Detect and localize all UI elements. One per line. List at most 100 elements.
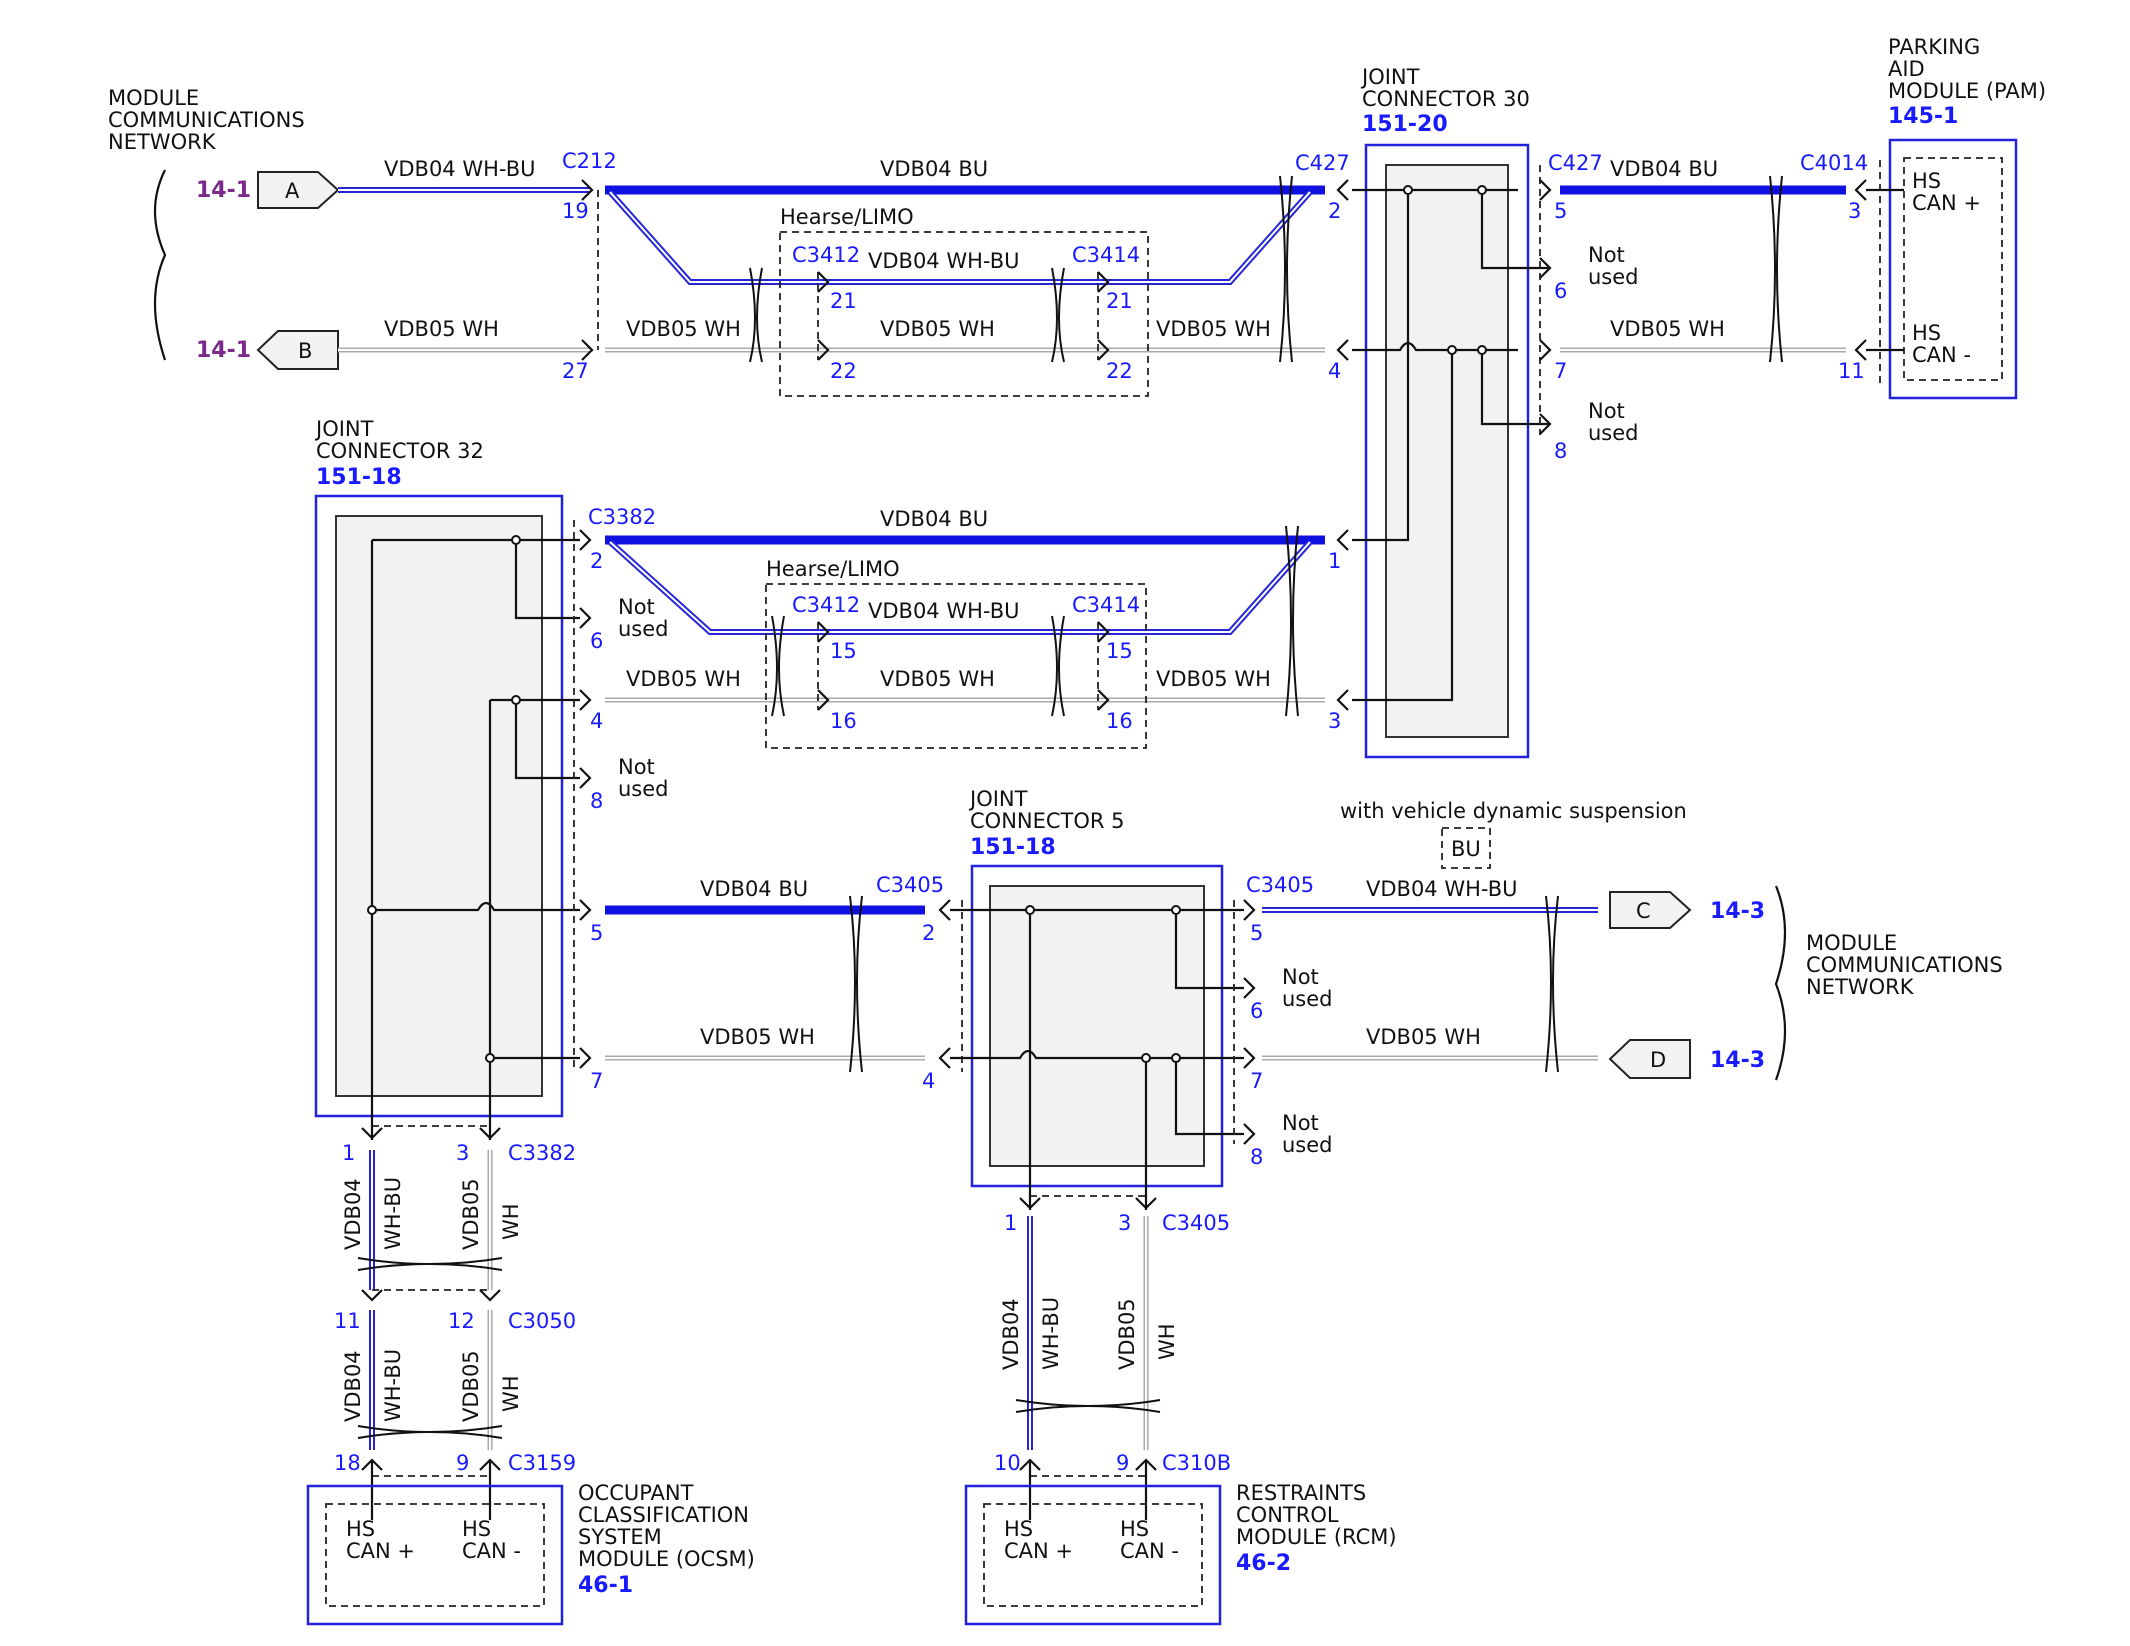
network-label-top-left: MODULE COMMUNICATIONS NETWORK 14-1 14-1 … [108,86,340,370]
pin-3-c3382-b: 3 [456,1141,469,1165]
rcm-hs-plus-1: HS [1004,1517,1033,1541]
ref-14-1-b[interactable]: 14-1 [196,338,251,363]
flag-c-label: C [1636,899,1651,923]
flag-c [1609,891,1692,929]
pin-5-c427: 5 [1554,199,1567,223]
ocsm-hs-minus-2: CAN - [462,1539,521,1563]
rcm-hs-minus-2: CAN - [1120,1539,1179,1563]
pin-3-c3405-b: 3 [1118,1211,1131,1235]
conn-c3405-left[interactable]: C3405 [876,873,944,897]
conn-c3414-mid[interactable]: C3414 [1072,593,1140,617]
conn-c310b[interactable]: C310B [1162,1451,1231,1475]
pin-7-jc5: 7 [1250,1069,1263,1093]
wire-label-mid-wh-1: VDB05 WH [626,667,741,691]
ref-14-3-c[interactable]: 14-3 [1710,899,1765,924]
flag-b [256,330,339,370]
jc32-ref[interactable]: 151-18 [316,465,402,490]
wire-label-a: VDB04 WH-BU [384,157,536,181]
ocsm-v-wh-1: WH [499,1203,523,1240]
row3-right: with vehicle dynamic suspension BU VDB04… [1262,799,2003,1081]
pin-2-c3405: 2 [922,921,935,945]
jc5-line1: JOINT [968,787,1028,811]
ocsm-line3: SYSTEM [578,1525,662,1549]
pin-22-a: 22 [830,359,857,383]
jc5-not-used-8a: Not [1282,1111,1319,1135]
pin-4-c3405: 4 [922,1069,935,1093]
conn-c427-left[interactable]: C427 [1295,151,1350,175]
ocsm-v-vdb05-1: VDB05 [459,1178,483,1250]
ocsm-v-wh-2: WH [499,1375,523,1412]
rcm-line2: CONTROL [1236,1503,1339,1527]
wire-label-top-bu: VDB04 BU [880,157,988,181]
conn-c3405-bottom[interactable]: C3405 [1162,1211,1230,1235]
jc30-box [1385,164,1509,738]
pam-line2: AID [1888,57,1925,81]
pin-8-c3382: 8 [590,789,603,813]
rcm-v-vdb04: VDB04 [999,1298,1023,1370]
wire-label-c: VDB04 WH-BU [1366,877,1518,901]
conn-c3159[interactable]: C3159 [508,1451,576,1475]
wire-label-pam-bu: VDB04 BU [1610,157,1718,181]
ocsm-frame [306,1484,564,1626]
wire-label-pam-wh: VDB05 WH [1610,317,1725,341]
jc5-line2: CONNECTOR 5 [970,809,1125,833]
ocsm-hs-minus-1: HS [462,1517,491,1541]
pin-11-c4014: 11 [1838,359,1865,383]
pin-15-a: 15 [830,639,857,663]
ocsm-ref[interactable]: 46-1 [578,1573,633,1598]
ocsm-inner [325,1503,545,1607]
twist-1 [749,267,763,363]
conn-c212[interactable]: C212 [562,149,617,173]
ref-14-3-d[interactable]: 14-3 [1710,1048,1765,1073]
pin-12-c3050: 12 [448,1309,475,1333]
network-title-line2: COMMUNICATIONS [108,108,305,132]
conn-c3382-top[interactable]: C3382 [588,505,656,529]
flag-d-label: D [1650,1048,1666,1072]
wire-label-mid-wh-2: VDB05 WH [1156,667,1271,691]
pin-6-c3382: 6 [590,629,603,653]
jc30-ref[interactable]: 151-20 [1362,112,1448,137]
conn-c3414-top[interactable]: C3414 [1072,243,1140,267]
wire-label-hearse-whbu: VDB04 WH-BU [868,249,1020,273]
pin-5-jc5: 5 [1250,921,1263,945]
wire-label-hearse-mid-whbu: VDB04 WH-BU [868,599,1020,623]
wire-label-row3-wh: VDB05 WH [700,1025,815,1049]
wire-label-c427-wh: VDB05 WH [1156,317,1271,341]
conn-c3050[interactable]: C3050 [508,1309,576,1333]
jc32-line2: CONNECTOR 32 [316,439,484,463]
pin-2-c427: 2 [1328,199,1341,223]
pin-7-c3382: 7 [590,1069,603,1093]
ref-14-1-a[interactable]: 14-1 [196,178,251,203]
ocsm-line4: MODULE (OCSM) [578,1547,755,1571]
jc30-line1: JOINT [1360,65,1420,89]
conn-c3412-top[interactable]: C3412 [792,243,860,267]
pam-module: PARKING AID MODULE (PAM) 145-1 VDB04 BU … [1560,35,2046,400]
joint-connector-5: JOINT CONNECTOR 5 151-18 C3405 5 6 7 8 N… [950,787,1333,1210]
conn-c3382-bottom[interactable]: C3382 [508,1141,576,1165]
wire-label-c212-wh: VDB05 WH [626,317,741,341]
pin-27: 27 [562,359,589,383]
network-right-line2: COMMUNICATIONS [1806,953,2003,977]
vds-label: with vehicle dynamic suspension [1340,799,1687,823]
pam-line3: MODULE (PAM) [1888,79,2046,103]
jc5-ref[interactable]: 151-18 [970,835,1056,860]
conn-c3412-mid[interactable]: C3412 [792,593,860,617]
pam-hs-plus-1: HS [1912,169,1941,193]
flag-d [1608,1039,1691,1079]
wire-label-hearse-mid-wh: VDB05 WH [880,667,995,691]
conn-c427-right[interactable]: C427 [1548,151,1603,175]
rcm-v-vdb05: VDB05 [1115,1298,1139,1370]
jc32-not-used-8a: Not [618,755,655,779]
ocsm-hs-plus-2: CAN + [346,1539,415,1563]
not-used-6a: Not [1588,243,1625,267]
jc5-box [989,885,1205,1167]
pin-5-c3382: 5 [590,921,603,945]
pam-ref[interactable]: 145-1 [1888,104,1958,129]
rcm-ref[interactable]: 46-2 [1236,1551,1291,1576]
network-right-line1: MODULE [1806,931,1897,955]
pin-10-c310b: 10 [994,1451,1021,1475]
pam-frame [1888,138,2018,400]
pam-inner [1903,157,2003,381]
conn-c4014[interactable]: C4014 [1800,151,1868,175]
conn-c3405-right[interactable]: C3405 [1246,873,1314,897]
